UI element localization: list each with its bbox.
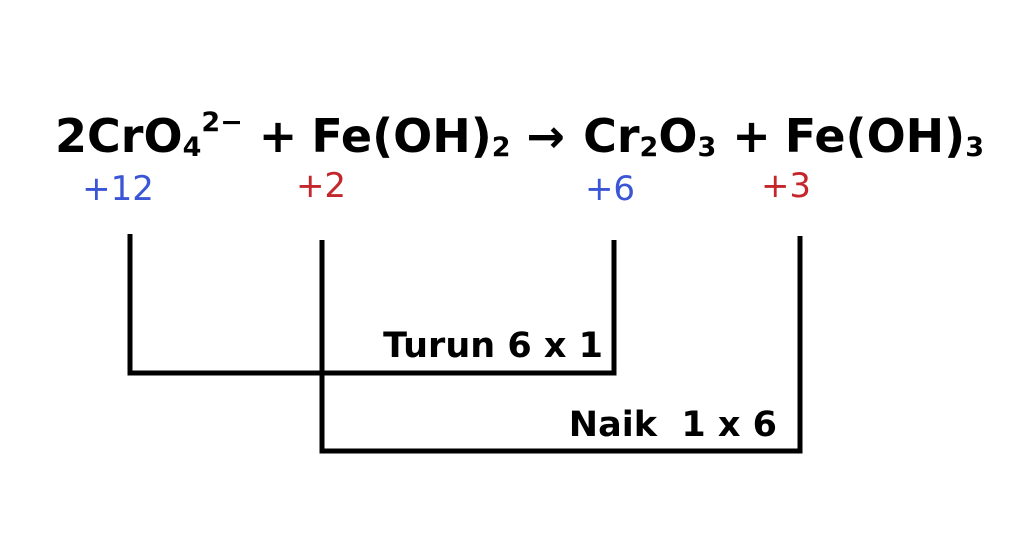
chemical-equation: 2CrO42−+Fe(OH)2→Cr2O3+Fe(OH)3: [55, 107, 984, 163]
plus-sign-1: +: [259, 109, 298, 163]
oxidation-state-fe-reactant: +2: [296, 166, 346, 206]
iron-ii-subscript: 2: [492, 132, 511, 163]
chromium-oxide-sub-1: 2: [640, 132, 659, 163]
iron-ii-hydroxide-formula: Fe(OH): [311, 109, 491, 163]
iron-iii-subscript: 3: [965, 132, 984, 163]
reduction-label: Turun 6 x 1: [383, 326, 603, 366]
chromium-oxide-o: O: [658, 109, 697, 163]
plus-sign-2: +: [732, 109, 771, 163]
oxidation-state-fe-product: +3: [761, 166, 811, 206]
chromium-oxide-cr: Cr: [583, 109, 640, 163]
reaction-arrow: →: [527, 109, 566, 163]
oxidation-state-cr-reactant: +12: [82, 169, 154, 209]
chromate-coefficient: 2: [55, 109, 87, 163]
oxidation-label: Naik 1 x 6: [569, 405, 777, 445]
chromium-oxide-sub-2: 3: [697, 132, 716, 163]
chromate-formula: CrO: [87, 109, 183, 163]
iron-iii-hydroxide-formula: Fe(OH): [785, 109, 965, 163]
oxidation-state-cr-product: +6: [585, 169, 635, 209]
chromate-subscript: 4: [183, 132, 202, 163]
reduction-bracket: [127, 234, 617, 376]
chromate-charge: 2−: [201, 107, 242, 138]
oxidation-bracket: [319, 236, 803, 454]
